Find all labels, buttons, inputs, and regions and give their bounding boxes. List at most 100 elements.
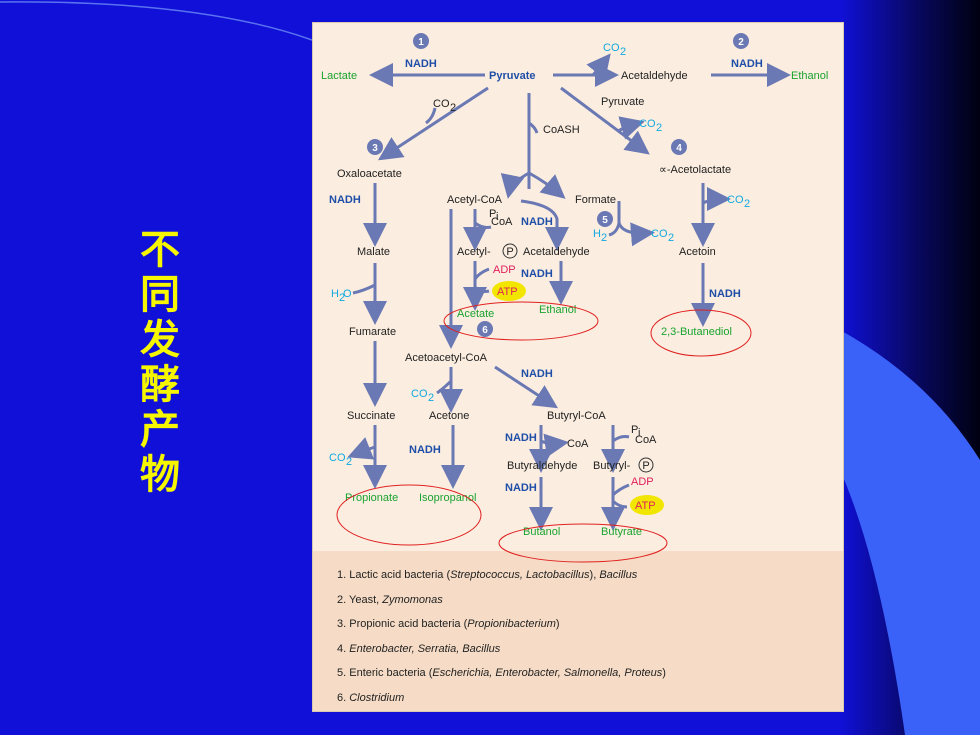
cofactor-label: NADH [505,432,537,444]
pathway-number-2: 2 [738,37,744,48]
pi-label-1: P [489,208,496,220]
cofactor-label: CO [651,228,668,240]
node-pyruvate-secondary: Pyruvate [601,96,644,108]
node-coash: CoASH [543,124,580,136]
node-acetaldehyde: Acetaldehyde [621,70,688,82]
cofactor-label: ADP [493,264,516,276]
node-lactate: Lactate [321,70,357,82]
node-pyruvate: Pyruvate [489,70,535,82]
legend-text: Yeast, [349,593,383,606]
node-ethanol-top: Ethanol [791,70,828,82]
legend-text: Propionibacterium [467,618,556,630]
node-acetoacetyl-coa: Acetoacetyl-CoA [405,352,488,364]
pathway-number-5: 5 [602,215,608,226]
cofactor-label: NADH [709,288,741,300]
node-oxaloacetate: Oxaloacetate [337,168,402,180]
node-acetoin: Acetoin [679,246,716,258]
phosphate-label-1: P [506,246,513,258]
node-butyryl-p: Butyryl- [593,460,631,472]
legend-text: Enteric bacteria ( [349,667,433,679]
cofactor-label: ADP [631,476,654,488]
title-char: 不 [140,227,180,273]
cofactor-label: H [593,228,601,240]
cofactor-label: CO [433,98,450,110]
phosphate-circle-1 [502,243,518,259]
legend-item: 2. Yeast, Zymomonas [337,588,817,613]
legend-text: Streptococcus, Lactobacillus [450,569,590,581]
cofactor-label: CO [329,452,346,464]
cofactor-label: CO [727,194,744,206]
legend-item: 5. Enteric bacteria (Escherichia, Entero… [337,661,817,686]
cofactor-label: H [331,288,339,300]
cofactor-label: CO [411,388,428,400]
pathway-arrows [347,53,791,531]
cofactor-label: 2 [668,232,674,244]
legend-text: Enterobacter, Serratia, Bacillus [349,642,501,655]
legend-text: ) [662,667,666,679]
node-formate: Formate [575,194,616,206]
legend-background [313,551,843,711]
node-acetaldehyde-mid: Acetaldehyde [523,246,590,258]
cofactor-label: NADH [409,444,441,456]
cofactor-label: CO [603,42,620,54]
title-char: 同 [140,272,180,318]
legend-text: 3. [337,618,350,630]
atp-highlight-1 [492,281,526,301]
cofactor-label: 2 [656,122,662,134]
cofactor-label: CO [639,118,656,130]
legend-text: 1. [337,569,350,581]
cofactor-label: 2 [339,292,345,304]
pi-subscript-2: i [638,427,640,439]
pathway-number-1: 1 [418,37,424,48]
cofactor-label: NADH [521,368,553,380]
atp-label-1: ATP [497,286,518,298]
cofactor-label: 2 [601,232,607,244]
pi-label-2: P [631,424,638,436]
node-acetate: Acetate [457,308,494,320]
node-acetolactate: ∝-Acetolactate [659,164,731,176]
cofactor-label: 2 [450,102,456,114]
node-ethanol-mid: Ethanol [539,304,576,316]
cofactor-label: NADH [329,194,361,206]
node-acetyl-p: Acetyl- [457,246,491,258]
node-propionate: Propionate [345,492,398,504]
legend-item: 6. Clostridium [337,686,817,711]
organism-legend: 1. Lactic acid bacteria (Streptococcus, … [337,563,817,710]
atp-label-2: ATP [635,500,656,512]
cofactor-label: 2 [744,198,750,210]
cofactor-label: NADH [405,58,437,70]
legend-text: 5. [337,667,350,679]
legend-text: Lactic acid bacteria ( [349,569,451,581]
legend-text: Clostridium [349,691,405,704]
legend-text: Propionic acid bacteria ( [349,618,468,630]
legend-text: Bacillus [599,569,638,581]
title-char: 产 [140,407,180,453]
title-char: 酵 [140,362,180,408]
cofactor-label: NADH [521,216,553,228]
pathway-number-3: 3 [372,143,378,154]
pathway-number-badges: 1 2 3 4 5 6 [367,33,749,337]
node-fumarate: Fumarate [349,326,396,338]
atp-highlight-2 [630,495,664,515]
node-coa-3: CoA [635,434,657,446]
side-title: 不 同 发 酵 产 物 [128,228,192,498]
pathway-number-6: 6 [482,325,488,336]
title-char: 物 [140,452,180,498]
node-succinate: Succinate [347,410,395,422]
node-butanol: Butanol [523,526,560,538]
legend-text: 4. [337,642,350,655]
title-char: 发 [140,317,180,363]
legend-item: 1. Lactic acid bacteria (Streptococcus, … [337,563,817,588]
phosphate-circle-2 [638,457,654,473]
legend-item: 3. Propionic acid bacteria (Propionibact… [337,612,817,637]
cofactor-label: NADH [521,268,553,280]
cofactor-label: 2 [428,392,434,404]
node-coa-2: CoA [567,438,589,450]
node-acetyl-coa: Acetyl-CoA [447,194,503,206]
fermentation-pathway-diagram: 1 2 3 4 5 6 Pyruvate Lactate Acetaldehyd… [321,33,828,563]
legend-text: 2. [337,593,350,606]
legend-item: 4. Enterobacter, Serratia, Bacillus [337,637,817,662]
phosphate-label-2: P [642,460,649,472]
cofactor-label: NADH [505,482,537,494]
cofactor-label: 2 [620,46,626,58]
